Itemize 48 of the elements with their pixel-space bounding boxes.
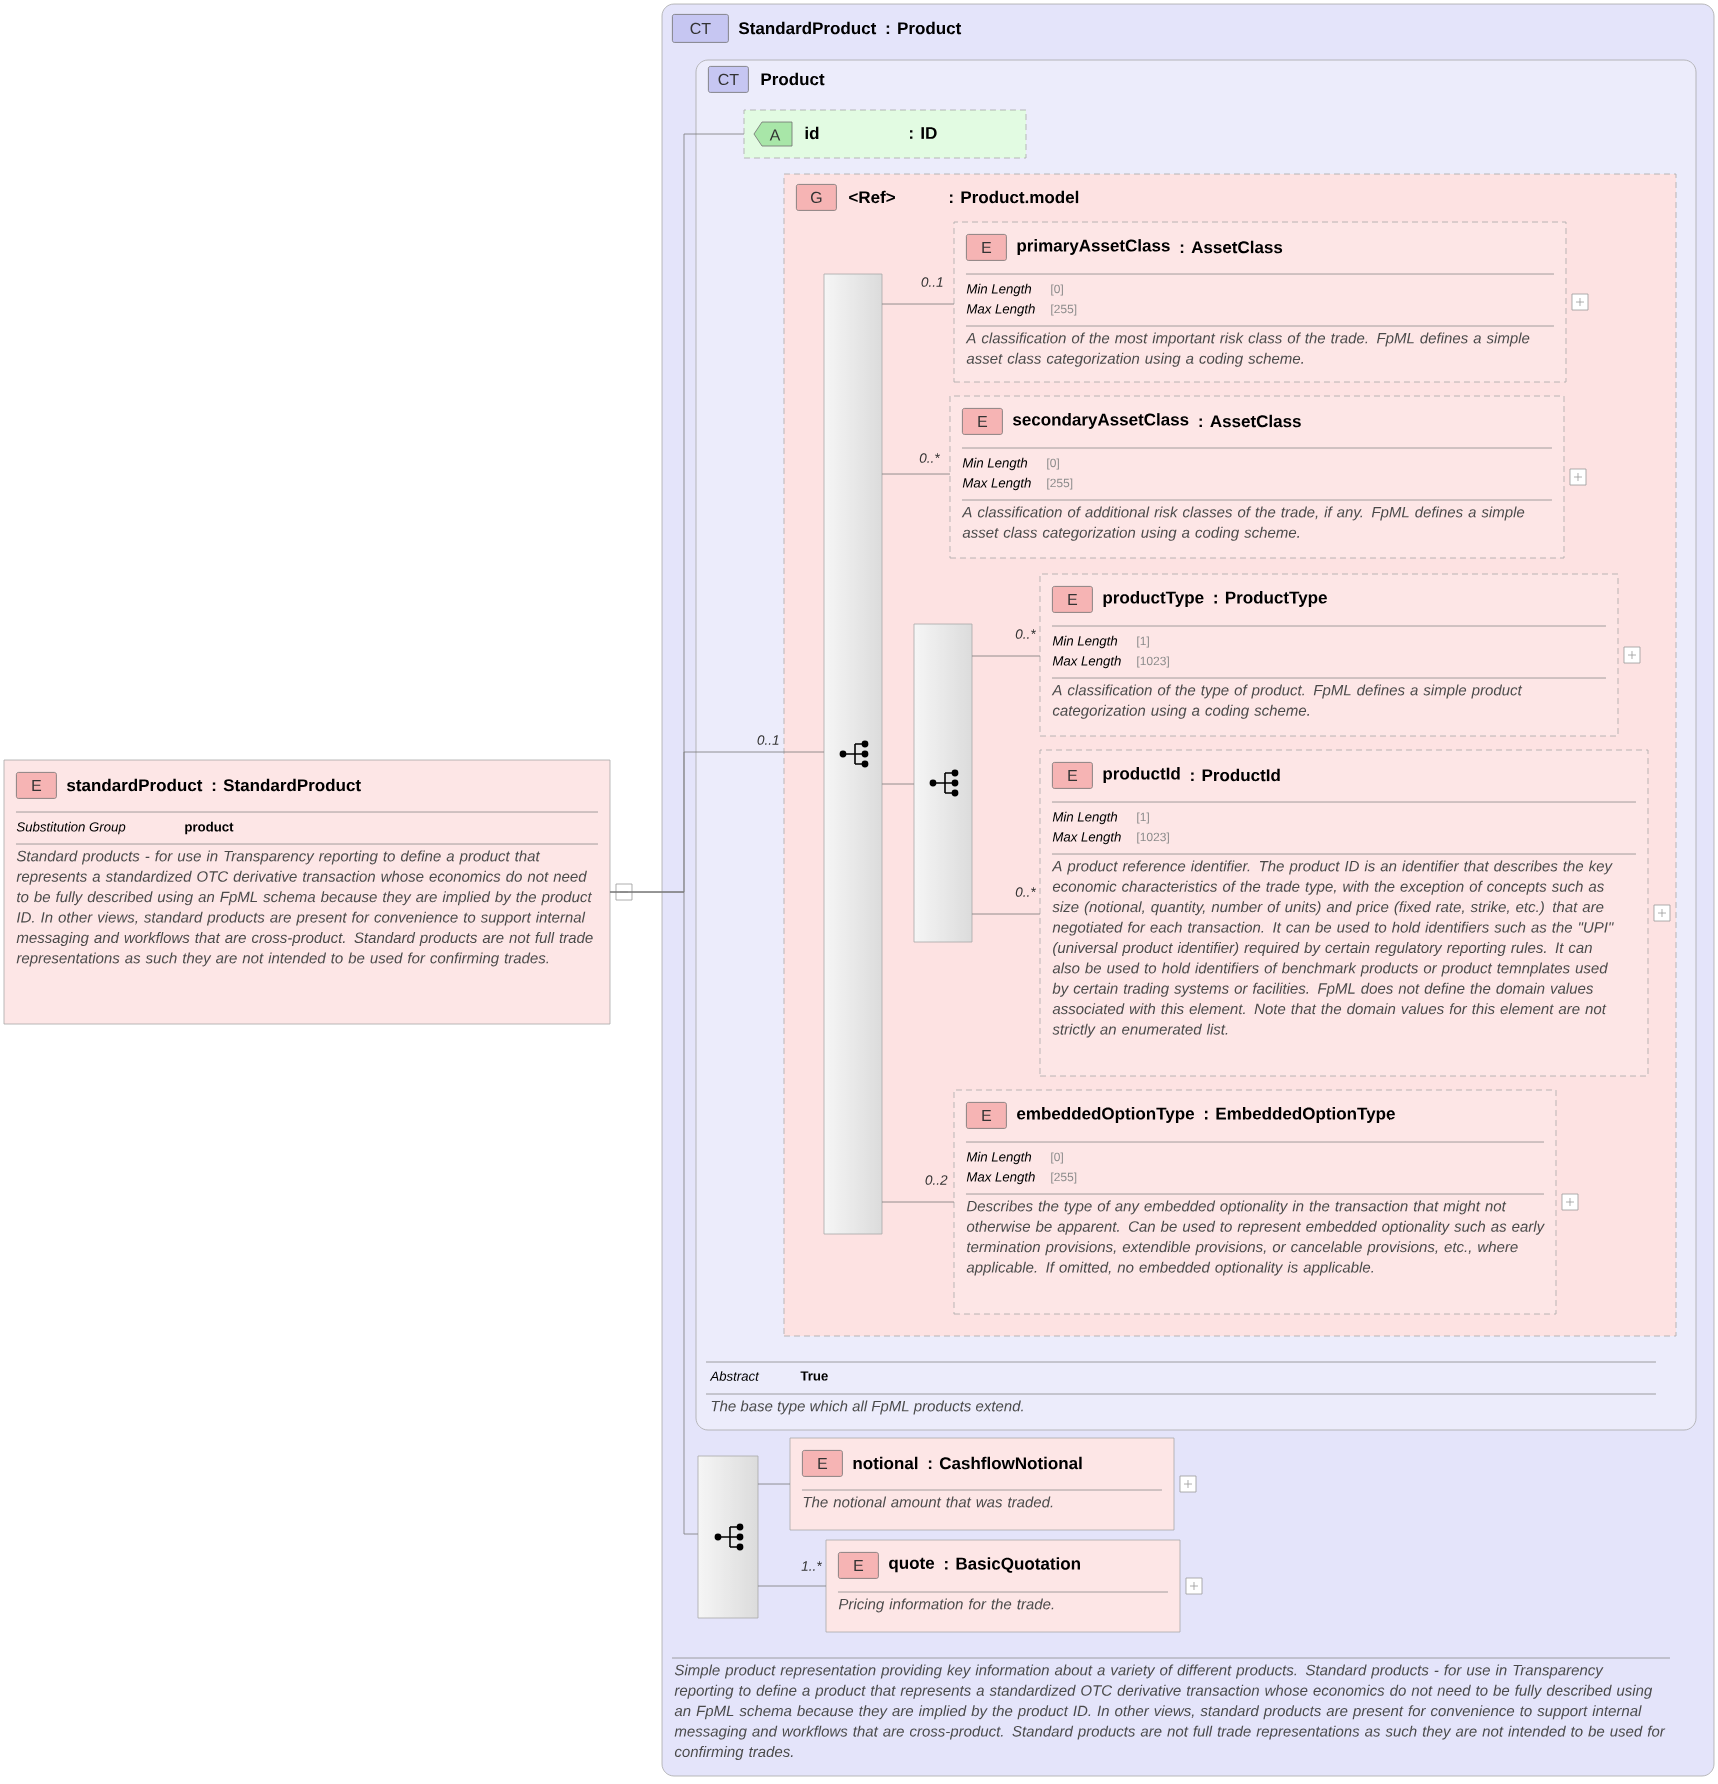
type-name: : AssetClass [1180,240,1283,254]
connector-line [971,655,1041,657]
type-name: Product [761,72,825,86]
element-name: primaryAssetClass [1017,239,1170,255]
connector-line [609,891,699,1535]
type-name: : StandardProduct [212,778,361,792]
type-name: : EmbeddedOptionType [1205,1107,1395,1123]
element-name: standardProduct [67,778,203,792]
type-name: : ID [910,127,937,139]
connector-line [757,1585,827,1587]
group-name: <Ref> [849,190,895,204]
type-name: : ProductId [1191,768,1280,782]
badge: E [802,1450,843,1477]
badge: E [966,234,1007,261]
attribute-name: id [805,126,819,140]
type-name: : ProductType [1214,591,1327,607]
element-name: productId [1103,767,1180,783]
badge: E [966,1102,1007,1129]
type-name: : BasicQuotation [945,1557,1080,1573]
compositor-box [823,273,883,1235]
type-name: : AssetClass [1199,414,1301,428]
connector-line [971,913,1041,915]
element-name: productType [1103,591,1204,607]
base-type: : Product [886,21,962,35]
connector-line [881,303,955,305]
badge: A [753,121,793,147]
type-name: : Product.model [950,190,1079,204]
element-name: secondaryAssetClass [1013,413,1189,429]
type-name: : CashflowNotional [928,1456,1082,1470]
connector-line [757,1483,791,1485]
connector-line [881,783,915,785]
element-name: quote [889,1557,935,1573]
badge: E [1052,762,1093,789]
element-name: embeddedOptionType [1017,1107,1195,1123]
compositor-box [913,623,973,943]
type-name: StandardProduct [738,21,877,35]
connector-line [881,1201,955,1203]
badge: E [962,408,1003,435]
badge: CT [708,66,749,93]
compositor-box [697,1455,759,1619]
attribute-box [743,109,1027,159]
badge: CT [672,14,729,43]
element-name: notional [853,1456,918,1470]
badge: E [838,1552,879,1579]
badge: E [16,772,57,799]
connector-line [881,473,951,475]
badge: G [796,184,837,211]
badge: E [1052,586,1093,613]
